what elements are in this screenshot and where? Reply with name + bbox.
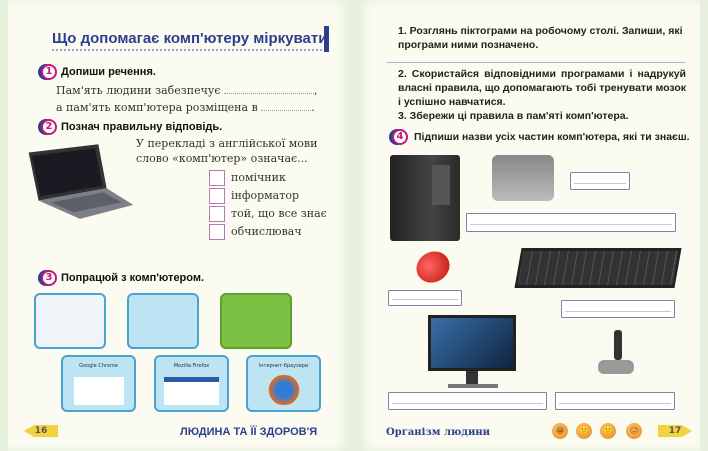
task-4-instruction: Підпиши назви усіх частин комп'ютера, як…: [414, 131, 690, 143]
thumbnail-file-structure[interactable]: [220, 293, 292, 349]
checkbox-option-4[interactable]: [209, 224, 225, 240]
task-3-number: 3: [41, 270, 57, 286]
answer-blank-2[interactable]: [261, 101, 312, 111]
checkbox-option-3[interactable]: [209, 206, 225, 222]
option-1-label: помічник: [231, 171, 286, 184]
section-footer-left: ЛЮДИНА ТА ЇЇ ЗДОРОВ'Я: [180, 426, 318, 438]
label-box-mouse[interactable]: [388, 290, 462, 306]
smiley-rating-2[interactable]: 🙂: [576, 423, 592, 439]
smiley-rating-3[interactable]: 🙂: [600, 423, 616, 439]
monitor-stand: [466, 371, 478, 385]
checkbox-option-1[interactable]: [209, 170, 225, 186]
option-3-label: той, що все знає: [231, 207, 327, 220]
title-underline: [52, 49, 322, 51]
thumbnail-internet-possibilities[interactable]: [127, 293, 199, 349]
thumbnail-mind-map[interactable]: [34, 293, 106, 349]
step-3: 3. Збережи ці правила в пам'яті комп'юте…: [398, 110, 629, 122]
task-1-line-2: а пам'ять комп'ютера розміщена в: [56, 101, 258, 114]
label-box-system-unit[interactable]: [466, 213, 676, 232]
monitor-base: [448, 384, 498, 388]
task-2-instruction: Познач правильну відповідь.: [61, 121, 223, 133]
task-4-heading: 4 Підпиши назви усіх частин комп'ютера, …: [386, 129, 690, 147]
answer-line[interactable]: [386, 62, 686, 63]
answer-blank-1[interactable]: [224, 84, 315, 94]
task-4-number: 4: [392, 129, 408, 145]
system-unit-image: [390, 155, 460, 241]
task-1-instruction: Допиши речення.: [61, 66, 156, 78]
task-2-question-1: У перекладі з англійської мови: [136, 137, 318, 150]
thumbnail-browsers-label: Інтернет-браузери: [258, 363, 309, 369]
thumbnail-chrome[interactable]: Google Chrome: [61, 355, 136, 412]
thumbnail-chrome-label: Google Chrome: [79, 363, 118, 369]
checkbox-option-2[interactable]: [209, 188, 225, 204]
thumbnail-firefox[interactable]: Mozilla Firefox: [154, 355, 229, 412]
title-bar: [324, 26, 329, 52]
label-box-printer[interactable]: [570, 172, 630, 190]
option-4-label: обчислювач: [231, 225, 302, 238]
keyboard-image: [514, 248, 682, 288]
monitor-image: [428, 315, 516, 371]
section-footer-right: Організм людини: [386, 427, 491, 438]
instructions-block: 1. Розглянь піктограми на робочому столі…: [386, 24, 690, 147]
task-1-line-1: Пам'ять людини забезпечує: [56, 84, 221, 97]
option-2-label: інформатор: [231, 189, 299, 202]
smiley-rating-1[interactable]: 😁: [552, 423, 568, 439]
task-3-instruction: Попрацюй з комп'ютером.: [61, 272, 205, 284]
mouse-image: [410, 245, 456, 289]
step-2: 2. Скористайся відповідними програмами і…: [398, 68, 686, 108]
left-page: Що допомагає комп'ютеру міркувати 1 Допи…: [8, 0, 350, 451]
joystick-image: [598, 330, 636, 380]
label-box-monitor[interactable]: [388, 392, 547, 410]
page-title: Що допомагає комп'ютеру міркувати: [52, 30, 328, 47]
step-1: 1. Розглянь піктограми на робочому столі…: [398, 25, 683, 51]
comma: ,: [314, 84, 318, 97]
right-page: 1. Розглянь піктограми на робочому столі…: [358, 0, 700, 451]
page-number-right: 17: [658, 425, 692, 437]
label-box-joystick[interactable]: [555, 392, 675, 410]
laptop-image: [22, 142, 134, 222]
task-2-question-2: слово «комп'ютер» означає...: [136, 152, 308, 165]
period: .: [311, 101, 315, 114]
task-2-number: 2: [41, 119, 57, 135]
task-1-number: 1: [41, 64, 57, 80]
page-number-left: 16: [24, 425, 58, 437]
label-box-keyboard[interactable]: [561, 300, 675, 318]
printer-image: [492, 155, 554, 201]
smiley-rating-4[interactable]: 😐: [626, 423, 642, 439]
thumbnail-browsers[interactable]: Інтернет-браузери: [246, 355, 321, 412]
thumbnail-firefox-label: Mozilla Firefox: [173, 363, 210, 369]
